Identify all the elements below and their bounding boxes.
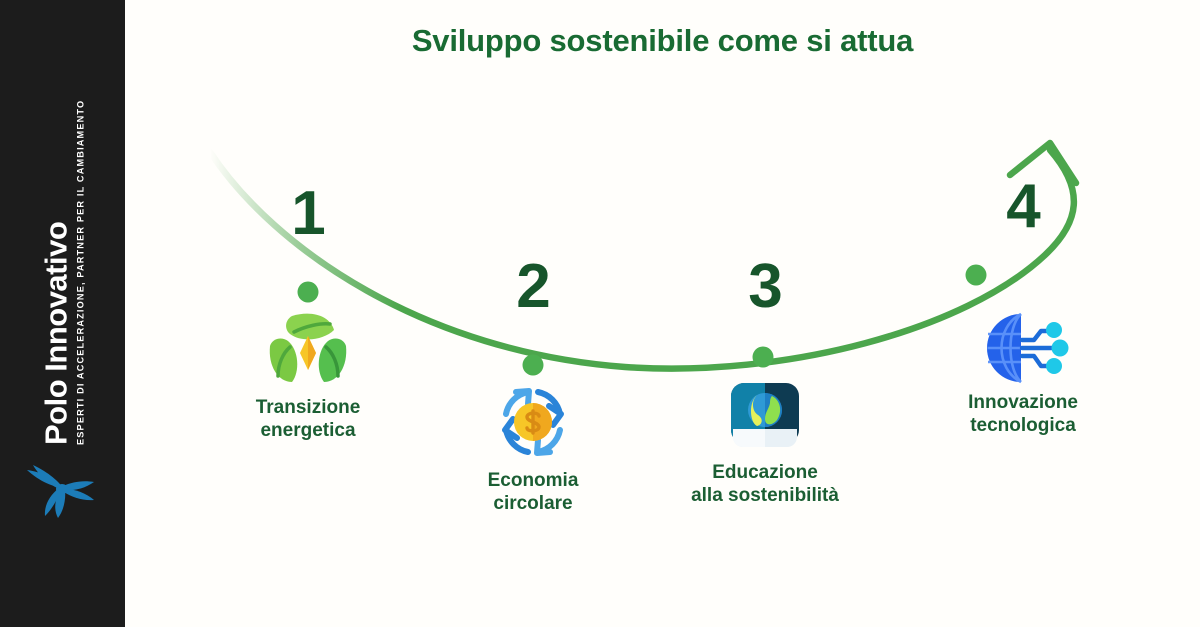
step-3-label: Educazione alla sostenibilità xyxy=(650,461,880,507)
step-3[interactable]: 3 Educazione xyxy=(650,252,880,507)
step-3-label-line1: Educazione xyxy=(712,461,818,483)
circular-arrows-coin-icon xyxy=(418,383,648,461)
step-2-label: Economia circolare xyxy=(418,469,648,515)
step-3-number: 3 xyxy=(748,252,782,321)
book-globe-icon xyxy=(650,377,880,455)
step-4-label: Innovazione tecnologica xyxy=(908,391,1138,437)
brand-sidebar: Polo Innovativo ESPERTI DI ACCELERAZIONE… xyxy=(0,0,125,627)
brand-name: Polo Innovativo xyxy=(37,221,73,445)
step-2-label-line2: circolare xyxy=(493,493,573,515)
brand-tagline: ESPERTI DI ACCELERAZIONE, PARTNER PER IL… xyxy=(74,99,85,445)
step-1-label-line1: Transizione xyxy=(255,396,361,418)
step-4-label-line2: tecnologica xyxy=(970,415,1076,437)
globe-network-icon xyxy=(908,309,1138,387)
step-3-label-line2: alla sostenibilità xyxy=(691,485,839,507)
step-2-label-line1: Economia xyxy=(487,469,579,491)
page-title: Sviluppo sostenibile come si attua xyxy=(411,23,914,58)
step-4-number: 4 xyxy=(1006,172,1040,241)
step-2-number: 2 xyxy=(516,252,550,321)
brand-text-block: Polo Innovativo ESPERTI DI ACCELERAZIONE… xyxy=(0,0,125,470)
leaves-energy-icon xyxy=(193,310,423,388)
step-4[interactable]: 4 xyxy=(908,172,1138,437)
step-2[interactable]: 2 xyxy=(418,252,648,515)
step-1-label-line2: energetica xyxy=(260,420,356,442)
main-content: Sviluppo sostenibile come si attua xyxy=(125,0,1200,627)
step-1-label: Transizione energetica xyxy=(193,396,423,442)
step-1-number: 1 xyxy=(291,179,325,248)
bird-leaf-logo-icon xyxy=(22,448,100,526)
step-1[interactable]: 1 Trans xyxy=(193,179,423,442)
step-4-label-line1: Innovazione xyxy=(968,391,1078,413)
